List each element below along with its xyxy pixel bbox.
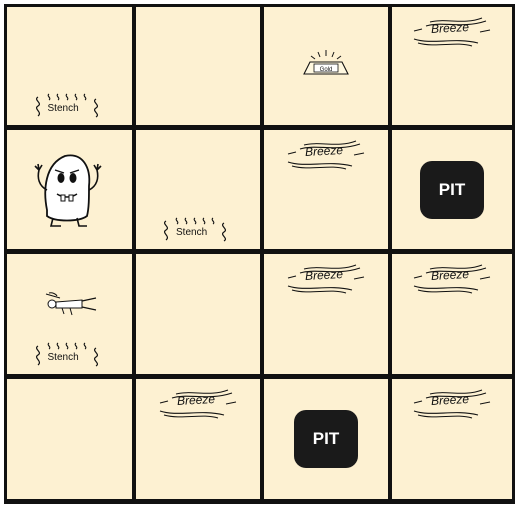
breeze-label: Breeze bbox=[430, 20, 470, 36]
stench-waves-icon bbox=[164, 217, 226, 242]
breeze-wind-icon bbox=[413, 17, 491, 47]
breeze-label: Breeze bbox=[176, 392, 216, 408]
wumpus-monster-icon bbox=[34, 154, 102, 227]
cell-r3-c3: Breeze bbox=[264, 254, 388, 374]
stench-waves-icon bbox=[35, 342, 98, 367]
stench-label: Stench bbox=[47, 103, 79, 114]
cell-r4-c1 bbox=[7, 379, 132, 499]
cell-r4-c2: Breeze bbox=[136, 379, 260, 499]
cell-r2-c4: PIT bbox=[392, 130, 512, 249]
cell-r2-c3: Breeze bbox=[264, 130, 388, 249]
breeze-wind-icon bbox=[287, 264, 365, 294]
cell-r1-c3: Gold bbox=[264, 7, 388, 125]
breeze-label: Breeze bbox=[430, 392, 470, 408]
breeze-label: Breeze bbox=[304, 143, 344, 159]
breeze-wind-icon bbox=[159, 389, 237, 419]
gold-bar-icon: Gold bbox=[303, 50, 349, 75]
stench-label: Stench bbox=[47, 352, 79, 363]
cell-r4-c4: Breeze bbox=[392, 379, 512, 499]
cell-r3-c1: Stench bbox=[7, 254, 132, 374]
cell-r1-c1: Stench bbox=[7, 7, 132, 125]
cell-r1-c4: Breeze bbox=[392, 7, 512, 125]
cell-r3-c2 bbox=[136, 254, 260, 374]
pit-tile: PIT bbox=[420, 160, 484, 219]
cell-r4-c3: PIT bbox=[264, 379, 388, 499]
agent-lying-icon bbox=[45, 292, 96, 316]
cell-r3-c4: Breeze bbox=[392, 254, 512, 374]
breeze-label: Breeze bbox=[430, 267, 470, 283]
cell-r2-c2: Stench bbox=[136, 130, 260, 249]
breeze-wind-icon bbox=[413, 264, 491, 294]
stench-label: Stench bbox=[176, 227, 208, 238]
gold-label: Gold bbox=[320, 67, 333, 73]
stench-waves-icon bbox=[35, 93, 98, 118]
pit-tile: PIT bbox=[294, 410, 358, 468]
cell-r1-c2 bbox=[136, 7, 260, 125]
breeze-wind-icon bbox=[413, 389, 491, 419]
cell-r2-c1 bbox=[7, 130, 132, 249]
breeze-label: Breeze bbox=[304, 267, 344, 283]
breeze-wind-icon bbox=[287, 140, 365, 170]
